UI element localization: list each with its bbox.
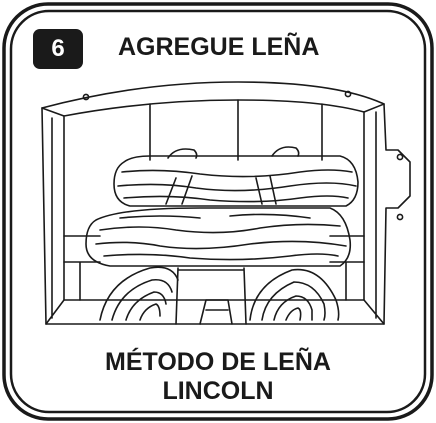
stove-outline xyxy=(41,81,411,325)
top-log-grain xyxy=(117,169,357,203)
firebox-left-wall xyxy=(41,107,65,325)
mount-hole-top-left xyxy=(82,93,90,101)
step-number-badge: 6 xyxy=(33,29,83,69)
log-end-right xyxy=(249,268,340,321)
top-log xyxy=(113,155,359,207)
mount-hole-top-right xyxy=(344,90,352,98)
log-end-left xyxy=(99,266,179,321)
inner-border xyxy=(9,9,427,414)
method-caption-line-2: LINCOLN xyxy=(162,377,274,405)
step-title: AGREGUE LEÑA xyxy=(118,33,320,61)
bottom-log xyxy=(85,207,352,267)
mount-hole-right-lower xyxy=(396,213,404,221)
cross-sticks xyxy=(165,175,277,205)
brick-lines xyxy=(63,99,365,301)
bottom-log-grain xyxy=(95,213,347,261)
grate-bars xyxy=(175,267,247,325)
back-log-ends xyxy=(167,146,300,159)
mount-hole-right-upper xyxy=(396,153,404,161)
firebox-illustration xyxy=(41,81,411,325)
grate-front xyxy=(199,299,233,325)
method-caption-line-1: MÉTODO DE LEÑA xyxy=(105,348,331,376)
firebox-right-wall xyxy=(363,103,385,325)
